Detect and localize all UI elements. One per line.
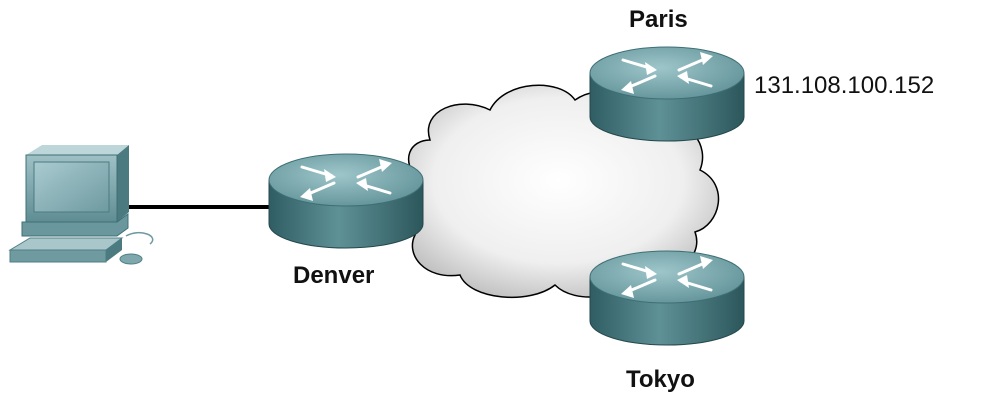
router-label-denver: Denver xyxy=(293,262,375,289)
router-paris-icon[interactable] xyxy=(588,45,746,143)
workstation-icon[interactable] xyxy=(8,145,154,265)
router-label-tokyo: Tokyo xyxy=(626,366,695,393)
paris-ip-address: 131.108.100.152 xyxy=(754,72,935,99)
router-tokyo-icon[interactable] xyxy=(588,249,746,347)
router-denver-icon[interactable] xyxy=(267,152,425,250)
router-label-paris: Paris xyxy=(629,6,688,33)
